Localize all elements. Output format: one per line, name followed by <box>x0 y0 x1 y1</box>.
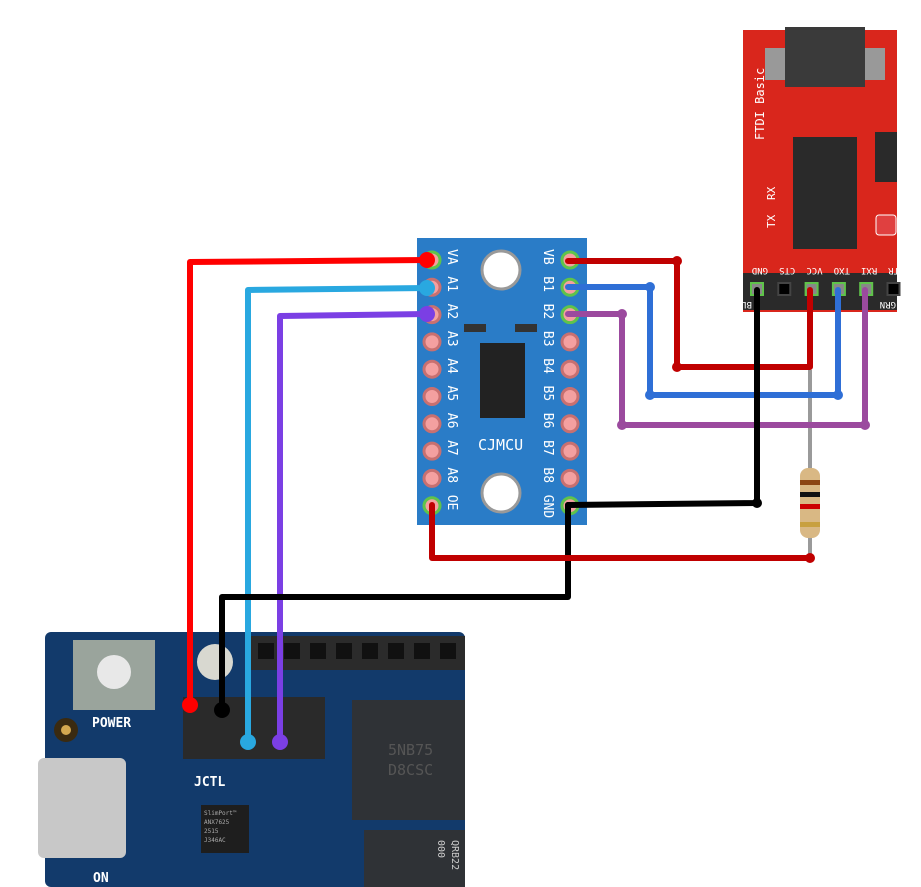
grn-label: GRN <box>880 299 896 309</box>
usb-c-port <box>38 758 126 858</box>
ic-chip <box>480 343 525 418</box>
pin-a5[interactable] <box>422 387 442 406</box>
pin-label-a6: A6 <box>444 413 459 429</box>
ftdi-pin-label-rxi: RXI <box>861 265 877 275</box>
header-socket <box>362 643 378 659</box>
pin-label-a2: A2 <box>444 304 459 320</box>
pin-b3[interactable] <box>560 332 580 352</box>
pin-b6[interactable] <box>560 414 580 434</box>
header-socket <box>414 643 430 659</box>
cjmcu-title: CJMCU <box>478 436 523 454</box>
wire-end <box>240 734 256 750</box>
slimport-chip <box>201 805 249 853</box>
svg-text:QRB22: QRB22 <box>449 840 460 870</box>
wire-end <box>419 306 435 322</box>
pin-label-a8: A8 <box>444 467 459 483</box>
pin-label-oe: OE <box>444 495 459 511</box>
tx-led-label: TX <box>765 214 778 228</box>
pin-label-b2: B2 <box>540 304 555 320</box>
on-label: ON <box>93 871 109 886</box>
pin-b8[interactable] <box>560 468 580 488</box>
header-socket <box>258 643 274 659</box>
memory-chip <box>364 830 465 887</box>
pin-label-a7: A7 <box>444 440 459 456</box>
wire-lightblue-a1[interactable] <box>245 285 430 745</box>
ftdi-pin-dtr[interactable] <box>886 282 901 296</box>
pin-label-a4: A4 <box>444 358 459 374</box>
svg-text:000: 000 <box>435 840 446 858</box>
pin-label-b7: B7 <box>540 440 555 456</box>
resistor[interactable] <box>800 468 820 538</box>
wire-red-oe[interactable] <box>429 502 813 561</box>
pin-b7[interactable] <box>560 441 580 461</box>
pin-label-a1: A1 <box>444 276 459 292</box>
pin-label-b8: B8 <box>540 467 555 483</box>
jctl-header <box>183 697 325 759</box>
mount-hole <box>480 249 522 291</box>
header-socket <box>310 643 326 659</box>
ftdi-pin-cts[interactable] <box>777 282 792 296</box>
ftdi-pin-label-txo: TXO <box>834 265 850 275</box>
usb-mini-port <box>785 27 865 87</box>
wire-bends <box>672 256 815 563</box>
pin-a8[interactable] <box>422 468 442 488</box>
pin-label-b5: B5 <box>540 386 555 402</box>
wire-end <box>419 252 435 268</box>
wire-end <box>214 702 230 718</box>
pin-label-a3: A3 <box>444 331 459 347</box>
rx-led-label: RX <box>765 186 778 200</box>
pin-label-b1: B1 <box>540 276 555 292</box>
ftdi-pin-label-vcc: VCC <box>806 265 822 275</box>
wire-end <box>419 280 435 296</box>
pin-label-gnd: GND <box>540 495 555 519</box>
pin-label-b3: B3 <box>540 331 555 347</box>
pin-label-b4: B4 <box>540 358 555 374</box>
power-label: POWER <box>92 716 131 731</box>
header-socket <box>284 643 300 659</box>
pin-a3[interactable] <box>422 332 442 352</box>
pin-label-va: VA <box>444 249 459 265</box>
ftdi-title: FTDI Basic <box>753 68 767 140</box>
wire-black-gnd-arduino[interactable] <box>219 502 571 713</box>
blk-label: BLK <box>735 299 752 309</box>
soc-chip <box>352 700 465 820</box>
header-socket <box>440 643 456 659</box>
wire-end <box>272 734 288 750</box>
wire-red-va[interactable] <box>187 257 430 708</box>
wire-end <box>182 697 198 713</box>
pin-a6[interactable] <box>422 414 442 434</box>
ftdi-pin-label-dtr: DTR <box>888 265 905 275</box>
ftdi-chip <box>793 137 857 249</box>
pin-label-b6: B6 <box>540 413 555 429</box>
pin-label-vb: VB <box>540 249 555 265</box>
ftdi-pin-label-cts: CTS <box>779 265 795 275</box>
header-socket <box>388 643 404 659</box>
ftdi-pin-label-gnd: GND <box>752 265 768 275</box>
header-socket <box>336 643 352 659</box>
mount-hole <box>480 472 522 514</box>
pin-b5[interactable] <box>560 387 580 406</box>
jctl-label: JCTL <box>194 775 225 790</box>
pin-a4[interactable] <box>422 359 442 379</box>
pin-a7[interactable] <box>422 441 442 461</box>
pin-b4[interactable] <box>560 359 580 379</box>
pin-label-a5: A5 <box>444 386 459 402</box>
